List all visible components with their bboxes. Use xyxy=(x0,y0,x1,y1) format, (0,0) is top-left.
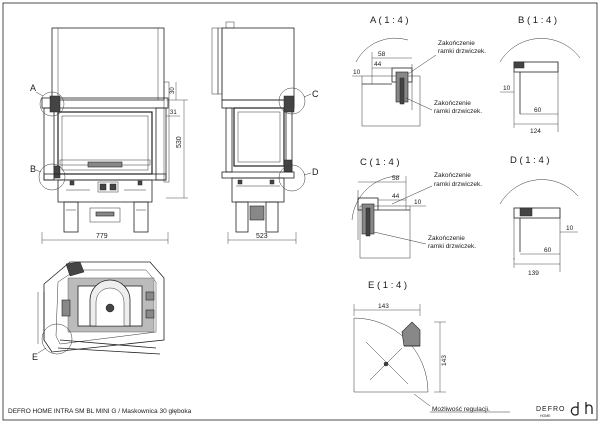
detail-a: A ( 1 : 4 ) 58 44 10 Zakończenie ramki d… xyxy=(352,15,486,127)
front-top-dim: 30 xyxy=(170,87,176,94)
detail-d-title: D ( 1 : 4 ) xyxy=(510,155,550,166)
callout-a-label: A xyxy=(30,83,36,93)
detail-d-dim-1: 10 xyxy=(566,225,574,232)
callout-b-label: B xyxy=(30,164,36,174)
side-width-dim: 523 xyxy=(256,233,268,240)
callout-e-label: E xyxy=(32,352,38,362)
detail-a-note-top-1: Zakończenie xyxy=(438,40,475,47)
callout-c-circle xyxy=(278,87,306,115)
detail-a-note-bottom-1: Zakończenie xyxy=(434,100,471,107)
sheet-border xyxy=(2,2,598,421)
detail-e-dim-2: 143 xyxy=(441,355,448,366)
detail-c: C ( 1 : 4 ) 58 44 10 Zakończenie ramki d… xyxy=(351,157,482,259)
detail-a-note-bottom-2: ramki drzwiczek. xyxy=(434,108,482,115)
callout-b-circle xyxy=(38,163,66,191)
callout-a-circle xyxy=(39,91,65,117)
callout-e-circle xyxy=(41,323,73,355)
brand-mark-icon xyxy=(570,402,593,416)
detail-a-dim-1: 58 xyxy=(378,51,386,58)
detail-c-note-top-2: ramki drzwiczek. xyxy=(434,181,482,188)
detail-b-dim-3: 124 xyxy=(530,128,541,135)
detail-b-title: B ( 1 : 4 ) xyxy=(518,15,557,26)
brand-logo-text: DEFRO xyxy=(536,406,566,413)
front-width-dim: 779 xyxy=(96,233,108,240)
detail-e-title: E ( 1 : 4 ) xyxy=(368,280,407,291)
detail-b: B ( 1 : 4 ) 10 60 124 xyxy=(499,15,581,135)
detail-b-dim-2: 60 xyxy=(534,107,542,114)
detail-c-dim-3: 10 xyxy=(414,199,422,206)
detail-a-dim-2: 44 xyxy=(374,61,382,68)
front-side-dim: 31 xyxy=(170,110,177,116)
brand-logo: DEFRO HOME xyxy=(536,402,593,418)
detail-e-note: Możliwość regulacji. xyxy=(432,406,490,413)
detail-e: E ( 1 : 4 ) 143 143 Możliwość regulacji. xyxy=(353,280,510,413)
detail-a-title: A ( 1 : 4 ) xyxy=(370,15,409,26)
brand-logo-sub: HOME xyxy=(540,414,551,418)
detail-d-dim-2: 60 xyxy=(544,247,552,254)
detail-d: D ( 1 : 4 ) 10 60 139 xyxy=(499,155,579,277)
detail-d-dim-3: 139 xyxy=(528,270,539,277)
detail-c-title: C ( 1 : 4 ) xyxy=(360,157,400,168)
front-view: 779 530 30 31 A B xyxy=(30,27,188,244)
plan-view: E xyxy=(32,261,165,362)
detail-a-dim-3: 10 xyxy=(353,69,361,76)
callout-d-circle xyxy=(278,164,306,192)
detail-c-note-bottom-2: ramki drzwiczek. xyxy=(428,243,476,250)
detail-e-dim-1: 143 xyxy=(378,303,389,310)
detail-c-note-top-1: Zakończenie xyxy=(434,172,471,179)
callout-c-label: C xyxy=(312,89,319,99)
callout-d-label: D xyxy=(312,167,319,177)
front-height-dim: 530 xyxy=(176,136,183,148)
detail-b-dim-1: 10 xyxy=(503,85,511,92)
detail-c-dim-1: 58 xyxy=(392,175,400,182)
detail-c-note-bottom-1: Zakończenie xyxy=(428,235,465,242)
detail-c-dim-2: 44 xyxy=(392,193,400,200)
footer-caption: DEFRO HOME INTRA SM BL MINI G / Maskowni… xyxy=(8,408,192,415)
side-view: 523 C D xyxy=(211,21,319,244)
detail-a-note-top-2: ramki drzwiczek. xyxy=(438,48,486,55)
